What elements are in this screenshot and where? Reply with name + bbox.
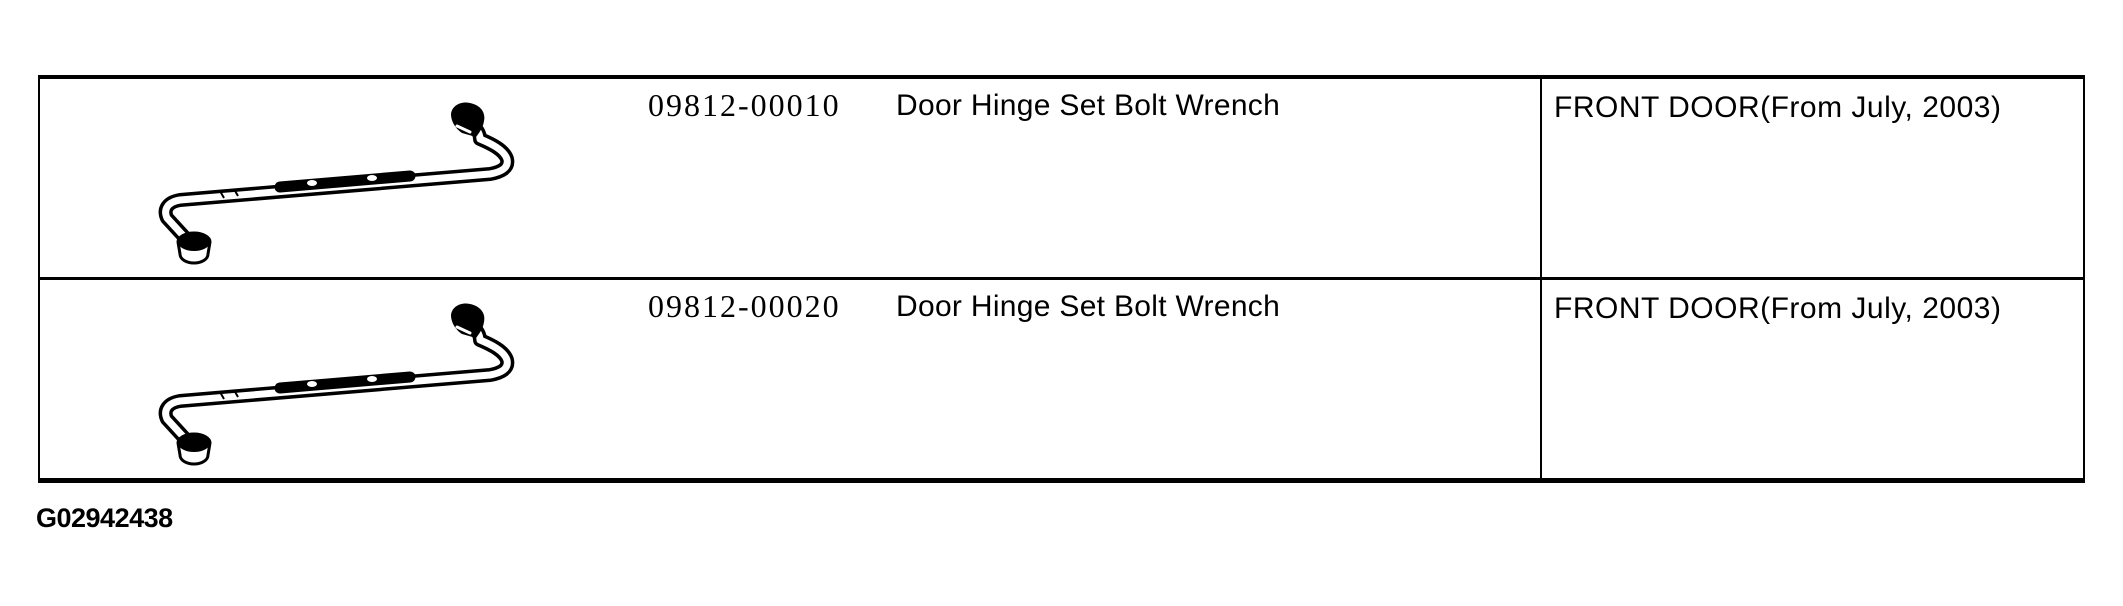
offset-socket-wrench-icon	[158, 102, 515, 265]
application-cell: FRONT DOOR(From July, 2003)	[1554, 91, 2002, 124]
offset-socket-wrench-icon	[158, 303, 515, 466]
tool-description: Door Hinge Set Bolt Wrench	[896, 89, 1281, 122]
tool-description: Door Hinge Set Bolt Wrench	[896, 290, 1281, 323]
table-row: 09812-00020 Door Hinge Set Bolt Wrench F…	[40, 280, 2083, 478]
figure-id-label: G02942438	[36, 503, 173, 533]
application-cell: FRONT DOOR(From July, 2003)	[1554, 292, 2002, 325]
tool-cell: 09812-00010 Door Hinge Set Bolt Wrench	[40, 79, 1542, 277]
table-row: 09812-00010 Door Hinge Set Bolt Wrench F…	[40, 79, 2083, 280]
part-number: 09812-00010	[648, 87, 841, 123]
tool-cell: 09812-00020 Door Hinge Set Bolt Wrench	[40, 280, 1542, 478]
part-number: 09812-00020	[648, 288, 841, 324]
sst-tool-table: 09812-00010 Door Hinge Set Bolt Wrench F…	[38, 75, 2085, 483]
